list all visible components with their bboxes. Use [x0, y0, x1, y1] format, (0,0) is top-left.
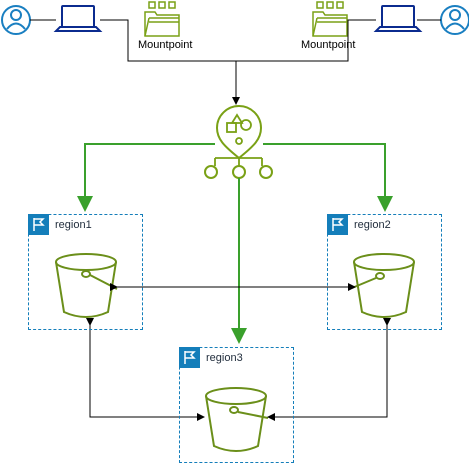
mountpoint-folder-icon-left	[144, 1, 180, 37]
connector-left-laptop-to-router	[100, 19, 236, 62]
region-flag-icon	[327, 214, 348, 235]
bucket-icon-region1	[55, 253, 118, 318]
region3-container: region3	[179, 347, 294, 463]
bucket-icon-region3	[205, 387, 269, 452]
bucket-icon-region2	[351, 253, 415, 318]
green-arrow-to-region2	[263, 143, 393, 212]
mountpoint-label-right: Mountpoint	[301, 39, 356, 51]
laptop-icon-right	[373, 5, 423, 32]
user-icon-right	[440, 5, 469, 35]
region-flag-icon	[179, 347, 200, 368]
mountpoint-folder-icon-right	[312, 1, 348, 37]
region2-container: region2	[327, 214, 442, 330]
laptop-icon-left	[53, 5, 103, 32]
region3-label: region3	[206, 352, 243, 364]
replication-arrow-region2-region3	[267, 318, 391, 421]
mountpoint-label-left: Mountpoint	[138, 39, 193, 51]
green-arrow-to-region1	[77, 143, 215, 212]
region-flag-icon	[28, 214, 49, 235]
region1-container: region1	[28, 214, 143, 330]
user-icon-left	[1, 5, 31, 35]
replication-arrow-region1-region3	[86, 318, 205, 421]
region1-label: region1	[55, 219, 92, 231]
multi-region-access-point-icon	[204, 105, 273, 179]
region2-label: region2	[354, 219, 391, 231]
connector-right-laptop-to-router	[236, 19, 376, 62]
